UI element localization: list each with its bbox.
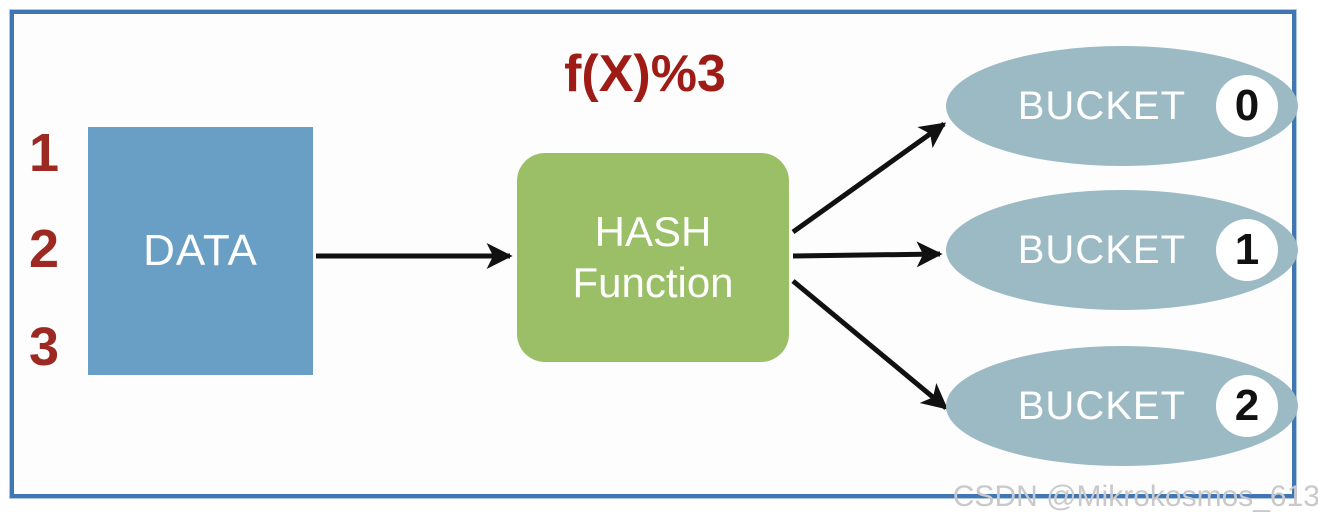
hash-function-label-line1: HASH: [594, 208, 712, 256]
bucket-1-number-circle: 1: [1216, 219, 1278, 281]
bucket-0-label: BUCKET: [1017, 83, 1186, 128]
data-item-number-1: 1: [28, 123, 60, 183]
data-item-number-3: 3: [28, 317, 60, 377]
data-item-number-2: 2: [28, 219, 60, 279]
data-node-label: DATA: [143, 226, 258, 275]
bucket-1-label: BUCKET: [1017, 227, 1186, 272]
bucket-0-number-circle: 0: [1216, 75, 1278, 137]
bucket-1-number: 1: [1234, 225, 1260, 274]
hash-function-label-line2: Function: [572, 258, 734, 306]
watermark-text: CSDN @Mikrokosmos_613: [952, 480, 1318, 513]
data-node: DATA: [88, 127, 313, 375]
bucket-2-number: 2: [1234, 381, 1260, 430]
bucket-2-label: BUCKET: [1017, 383, 1186, 428]
bucket-0: BUCKET 0: [946, 46, 1298, 166]
bucket-2: BUCKET 2: [946, 346, 1298, 466]
bucket-2-number-circle: 2: [1216, 375, 1278, 437]
bucket-0-number: 0: [1234, 81, 1260, 130]
hash-function-node: HASH Function: [517, 153, 789, 362]
hash-formula-label: f(X)%3: [564, 45, 726, 103]
bucket-1: BUCKET 1: [946, 190, 1298, 310]
